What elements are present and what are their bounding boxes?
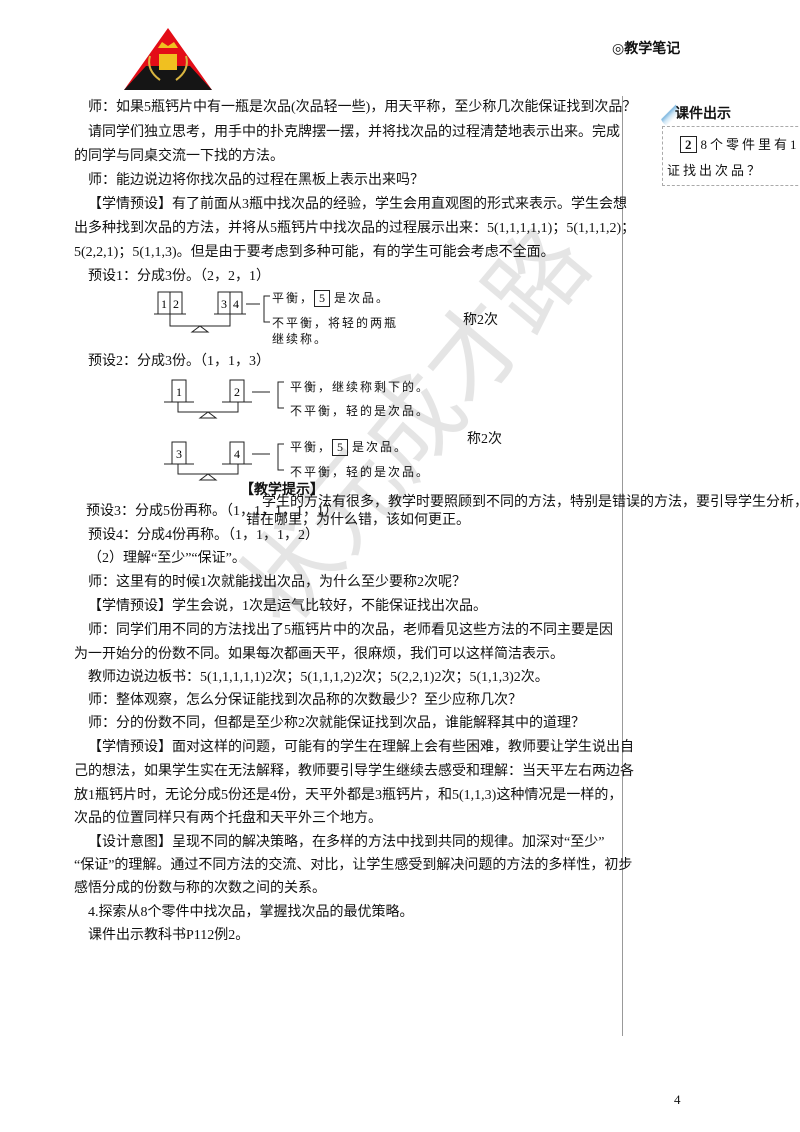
paragraph-line: 【学情预设】学生会说，1次是运气比较好，不能保证找出次品。 (88, 599, 487, 614)
bottle-label: 1 (176, 385, 182, 399)
paragraph-line: 教师边说边板书：5(1,1,1,1,1)2次；5(1,1,1,2)2次；5(2,… (88, 670, 549, 685)
paragraph-line: 师：能边说边将你找次品的过程在黑板上表示出来吗？ (88, 173, 424, 188)
teaching-tip-line: 学生的方法有很多，教学时要照顾到不同的方法，特别是错误的方法，要引导学生分析， (262, 495, 800, 510)
paragraph-line: 5(2,2,1)；5(1,1,3)。但是由于要考虑到多种可能，有的学生可能会考虑… (74, 245, 555, 260)
teaching-tip-title: 【教学提示】 (240, 481, 324, 497)
paragraph-line: 请同学们独立思考，用手中的扑克牌摆一摆，并将找次品的过程清楚地表示出来。完成 (88, 125, 620, 140)
balance-diagram-2: 1 2 (164, 379, 284, 419)
paragraph-line: 【学情预设】有了前面从3瓶中找次品的经验，学生会用直观图的形式来表示。学生会想 (88, 197, 627, 212)
preset-1: 预设1：分成3份。（2，2，1） (88, 269, 270, 284)
bottle-label: 4 (233, 297, 239, 311)
paragraph-line: 己的想法，如果学生实在无法解释，教师要引导学生继续去感受和理解：当天平左右两边各 (74, 764, 634, 779)
sidebar-line: 证找出次品？ (667, 163, 764, 178)
paragraph-line: 【设计意图】呈现不同的解决策略，在多样的方法中找到共同的规律。加深对“至少” (88, 835, 605, 850)
outcome-balanced: 平衡，继续称剩下的。 (290, 380, 431, 394)
sidebar-text: 8个零件里有1 (700, 137, 800, 152)
teaching-tip-line: 错在哪里，为什么错，该如何更正。 (246, 513, 470, 528)
paragraph-line: 师：如果5瓶钙片中有一瓶是次品(次品轻一些)，用天平称，至少称几次能保证找到次品… (88, 100, 637, 115)
bottle-label: 4 (234, 447, 240, 461)
preset-2: 预设2：分成3份。（1，1，3） (88, 354, 270, 369)
page-number: 4 (674, 1092, 681, 1107)
weigh-count: 称2次 (467, 432, 502, 447)
paragraph-line: 师：这里有的时候1次就能找出次品，为什么至少要称2次呢？ (88, 575, 466, 590)
outcome-unbalanced: 不平衡，轻的是次品。 (290, 465, 431, 479)
balance-diagram-1: 1 2 3 4 (154, 291, 260, 333)
bottle-label: 2 (173, 297, 179, 311)
paragraph-line: “保证”的理解。通过不同方法的交流、对比，让学生感受到解决问题的方法的多样性，初… (74, 858, 633, 873)
notes-header: ◎教学笔记 (612, 40, 681, 56)
sidebar-title: 课件出示 (675, 105, 731, 121)
paragraph-line: 师：整体观察，怎么分保证能找到次品称的次数最少？至少应称几次？ (88, 693, 522, 708)
preset-3: 预设3：分成5份再称。（1，1，1，1，1） (86, 504, 338, 519)
paragraph-line: 出多种找到次品的方法，并将从5瓶钙片中找次品的过程展示出来：5(1,1,1,1,… (74, 221, 636, 236)
paragraph-line: 放1瓶钙片时，无论分成5份还是4份，天平外都是3瓶钙片，和5(1,1,3)这种情… (74, 788, 623, 803)
example-number: 2 (680, 136, 697, 153)
preset-4: 预设4：分成4份再称。（1，1，1，2） (88, 528, 319, 543)
decorative-slash-icon (660, 100, 678, 126)
margin-divider (622, 96, 623, 1036)
outcome-unbalanced: 不平衡，将轻的两瓶 (272, 316, 399, 330)
paragraph-line: 次品的位置同样只有两个托盘和天平外三个地方。 (74, 811, 382, 826)
balance-diagram-3: 3 4 (164, 441, 284, 481)
bottle-label: 3 (221, 297, 227, 311)
paragraph-line: 【学情预设】面对这样的问题，可能有的学生在理解上会有些困难，教师要让学生说出自 (88, 740, 634, 755)
outcome-unbalanced: 不平衡，轻的是次品。 (290, 404, 431, 418)
sidebar-box (662, 126, 800, 186)
outcome-unbalanced: 继续称。 (272, 332, 329, 346)
paragraph-line: 课件出示教科书P112例2。 (88, 928, 250, 943)
section-heading: （2）理解“至少”“保证”。 (88, 551, 246, 566)
paragraph-line: 感悟分成的份数与称的次数之间的关系。 (74, 881, 326, 896)
publisher-logo (124, 28, 212, 90)
weigh-count: 称2次 (463, 313, 498, 328)
paragraph-line: 的同学与同桌交流一下找的方法。 (74, 149, 284, 164)
branch-bracket (263, 295, 270, 323)
paragraph-line: 为一开始分的份数不同。如果每次都画天平，很麻烦，我们可以这样简洁表示。 (74, 647, 564, 662)
paragraph-line: 师：同学们用不同的方法找出了5瓶钙片中的次品，老师看见这些方法的不同主要是因 (88, 623, 613, 638)
bottle-label: 2 (234, 385, 240, 399)
bottle-label: 1 (161, 297, 167, 311)
paragraph-line: 师：分的份数不同，但都是至少称2次就能保证找到次品，谁能解释其中的道理？ (88, 716, 585, 731)
bottle-label: 3 (176, 447, 182, 461)
section-heading: 4.探索从8个零件中找次品，掌握找次品的最优策略。 (88, 905, 414, 920)
